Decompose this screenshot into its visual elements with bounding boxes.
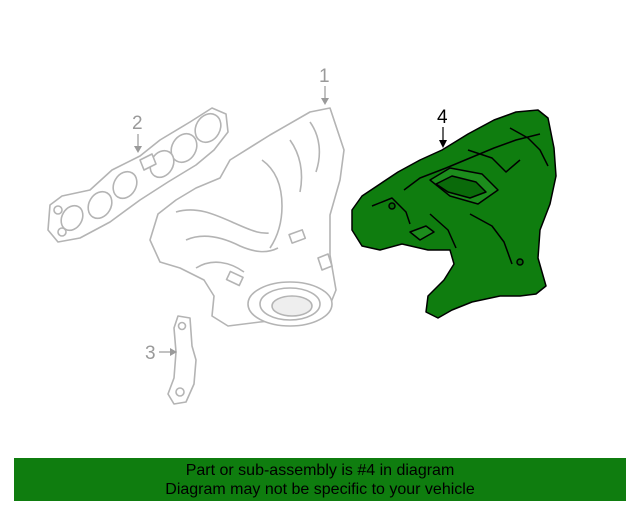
banner-line-1: Part or sub-assembly is #4 in diagram	[185, 462, 455, 479]
info-banner: Part or sub-assembly is #4 in diagram Di…	[14, 458, 626, 501]
gasket-part	[47, 107, 229, 243]
callout-1: 1	[319, 66, 330, 87]
bracket-part	[167, 315, 197, 405]
callout-4: 4	[437, 107, 448, 128]
exhaust-manifold-part	[149, 107, 345, 327]
banner-line-2: Diagram may not be specific to your vehi…	[165, 481, 475, 498]
heat-shield-part	[351, 109, 557, 319]
callout-3: 3	[145, 343, 156, 364]
heat-shield-body	[351, 109, 557, 319]
callout-2: 2	[132, 113, 143, 134]
parts-diagram	[47, 86, 557, 405]
leader-arrows	[134, 86, 447, 356]
